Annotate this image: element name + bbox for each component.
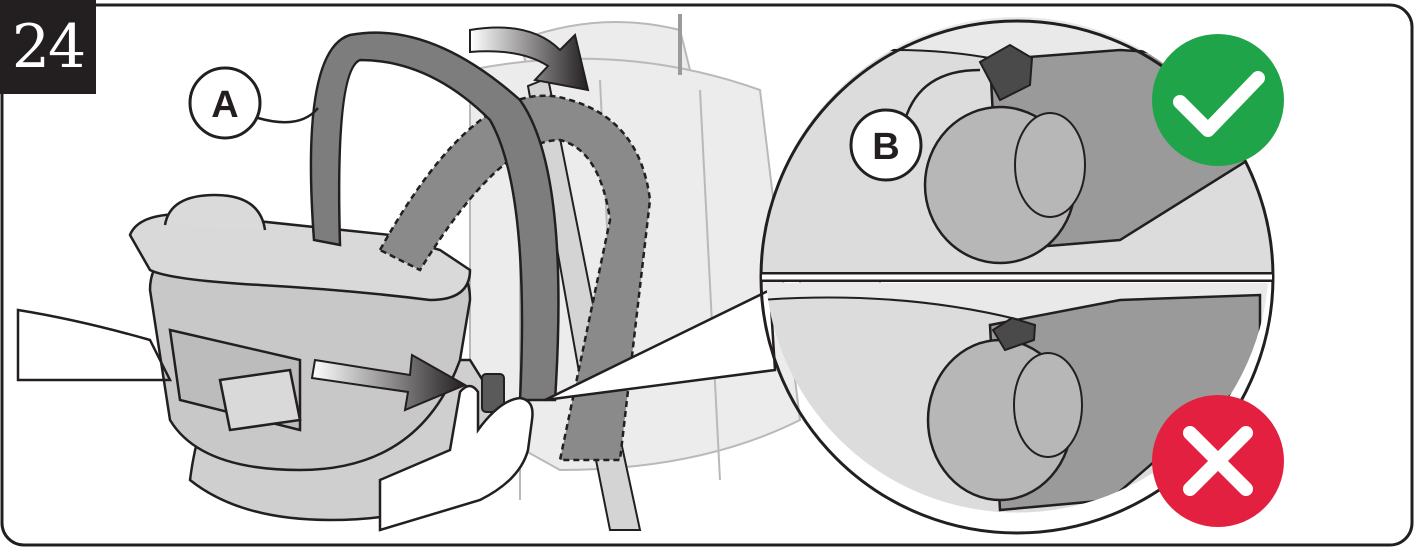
callout-b-leader bbox=[903, 68, 981, 121]
step-number-badge: 24 bbox=[0, 0, 96, 94]
rotate-arrow bbox=[469, 26, 590, 92]
correct-badge bbox=[1152, 34, 1284, 166]
cross-icon bbox=[1183, 426, 1253, 496]
magnifier-outline bbox=[759, 19, 1275, 535]
callout-a-leader bbox=[257, 107, 319, 124]
hand-left bbox=[16, 308, 173, 382]
magnifier-pointer bbox=[544, 288, 777, 402]
infant-carrier bbox=[128, 193, 522, 522]
push-arrow bbox=[310, 353, 468, 412]
callout-a-label: A bbox=[211, 84, 238, 126]
callout-a-circle bbox=[188, 66, 262, 140]
callout-b-circle bbox=[849, 108, 923, 182]
hand-right bbox=[378, 384, 534, 532]
incorrect-indicator bbox=[1152, 395, 1284, 527]
correct-indicator bbox=[1152, 34, 1284, 166]
checkmark-icon bbox=[1173, 71, 1265, 137]
callout-b-label: B bbox=[872, 126, 899, 168]
